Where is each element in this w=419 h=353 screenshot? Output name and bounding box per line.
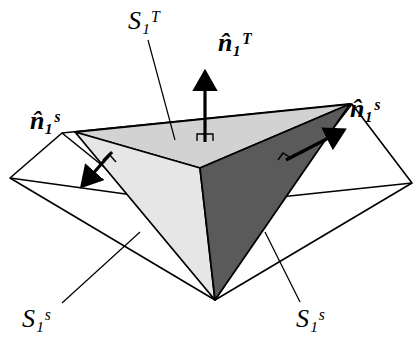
face-label: S₁ˢ	[296, 306, 324, 332]
normal-label: n̂₁ˢ	[350, 96, 380, 122]
normal-label: n̂₁ᵀ	[218, 30, 251, 56]
normal-label: n̂₁ˢ	[30, 108, 60, 134]
face-label: S₁ˢ	[22, 306, 50, 332]
face-label: S₁ᵀ	[128, 8, 160, 34]
